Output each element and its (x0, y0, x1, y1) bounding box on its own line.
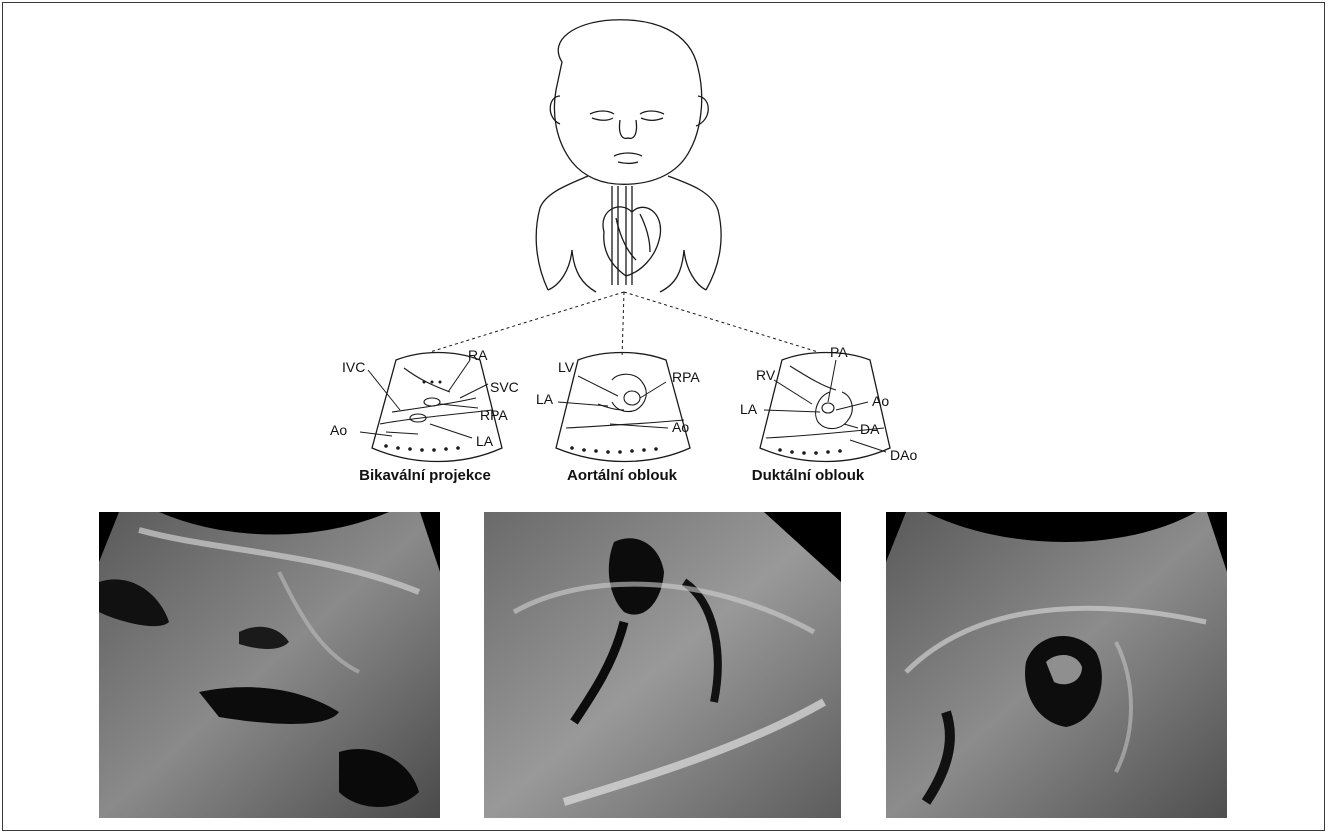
ductal-arch-view: RV PA LA Ao DA DAo Duktální oblouk (740, 344, 917, 484)
caption-ductal-arch: Duktální oblouk (752, 467, 865, 484)
ultrasound-aortic-arch (484, 512, 841, 818)
label-pa: PA (830, 344, 848, 360)
label-lv: LV (558, 359, 575, 375)
label-ao-2: Ao (672, 419, 689, 435)
label-ao: Ao (330, 422, 347, 438)
bicaval-view: IVC RA SVC RPA Ao LA Bikavální projekce (330, 347, 519, 484)
label-da: DA (860, 421, 880, 437)
schematic-diagram: IVC RA SVC RPA Ao LA Bikavální projekce … (0, 0, 1329, 500)
label-la-3: LA (740, 401, 758, 417)
label-dao: DAo (890, 447, 917, 463)
ultrasound-bicaval (99, 512, 440, 818)
label-la-2: LA (536, 391, 554, 407)
label-rpa-2: RPA (672, 369, 700, 385)
label-rpa: RPA (480, 407, 508, 423)
label-la: LA (476, 433, 494, 449)
label-ao-3: Ao (872, 393, 889, 409)
label-svc: SVC (490, 379, 519, 395)
view-connector-lines (430, 292, 818, 358)
caption-aortic-arch: Aortální oblouk (567, 467, 678, 484)
ultrasound-ductal-arch (886, 512, 1227, 818)
caption-bicaval: Bikavální projekce (359, 467, 491, 484)
aortic-arch-view: LV RPA LA Ao Aortální oblouk (536, 353, 700, 485)
label-ra: RA (468, 347, 488, 363)
infant-illustration (536, 20, 721, 292)
label-rv: RV (756, 367, 776, 383)
label-ivc: IVC (342, 359, 365, 375)
